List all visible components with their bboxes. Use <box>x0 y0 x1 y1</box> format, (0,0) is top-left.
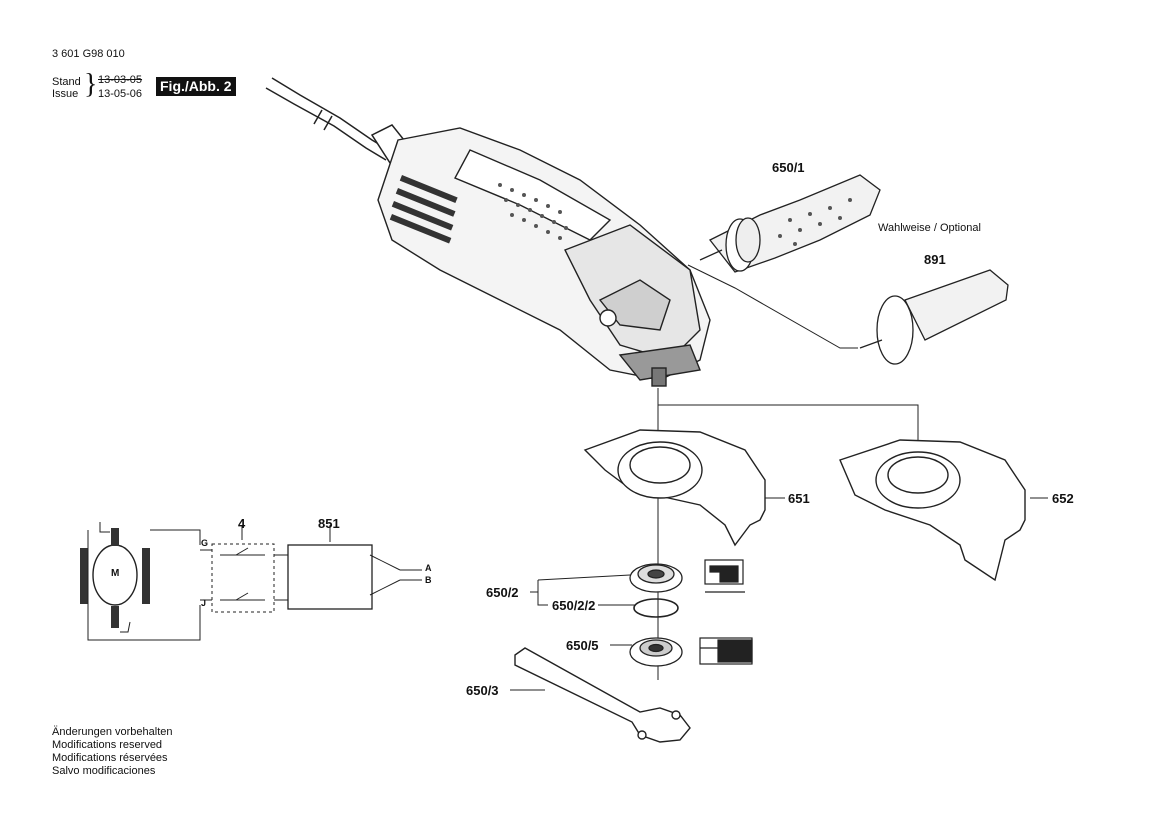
callout-651: 651 <box>788 491 810 506</box>
callout-650-2: 650/2 <box>486 585 519 600</box>
callout-650-1: 650/1 <box>772 160 805 175</box>
notice-line-en: Modifications reserved <box>52 739 163 751</box>
guard-651 <box>583 429 766 547</box>
callout-650-2-2: 650/2/2 <box>552 598 596 613</box>
spanner-650-3 <box>514 647 691 743</box>
callout-891: 891 <box>924 252 946 267</box>
callout-650-5: 650/5 <box>566 638 599 653</box>
flange-section-detail <box>704 559 745 593</box>
terminal-a: A <box>425 563 432 573</box>
stand-date: 13-03-05 <box>98 74 143 86</box>
notice-line-fr: Modifications réservées <box>52 752 168 764</box>
power-cord <box>265 77 414 168</box>
side-handle-650-1 <box>699 174 881 273</box>
flange-650-2 <box>629 563 683 593</box>
guard-652 <box>839 439 1026 582</box>
clamping-nut-650-5 <box>629 637 683 667</box>
brace-glyph: } <box>84 69 98 100</box>
handle-891 <box>859 269 1009 365</box>
callout-650-3: 650/3 <box>466 683 499 698</box>
optional-note: Wahlweise / Optional <box>878 222 981 234</box>
modifications-notice: Änderungen vorbehalten Modifications res… <box>52 726 172 778</box>
notice-line-es: Salvo modificaciones <box>52 765 156 777</box>
terminal-b: B <box>425 575 432 585</box>
notice-line-de: Änderungen vorbehalten <box>52 726 173 738</box>
motor-label: M <box>111 568 120 579</box>
stand-label: Stand <box>52 76 81 88</box>
issue-label: Issue <box>52 88 79 100</box>
wiring-diagram <box>80 522 422 641</box>
o-ring-650-2-2 <box>633 598 679 618</box>
callout-652: 652 <box>1052 491 1074 506</box>
issue-date: 13-05-06 <box>98 88 143 100</box>
figure-badge: Fig./Abb. 2 <box>156 77 236 96</box>
callout-851: 851 <box>318 516 340 531</box>
angle-grinder-body <box>377 127 711 387</box>
terminal-g: G <box>201 538 209 548</box>
nut-section-detail <box>699 637 753 665</box>
terminal-j: J <box>201 598 207 608</box>
callout-4: 4 <box>238 516 246 531</box>
document-number: 3 601 G98 010 <box>52 48 125 60</box>
